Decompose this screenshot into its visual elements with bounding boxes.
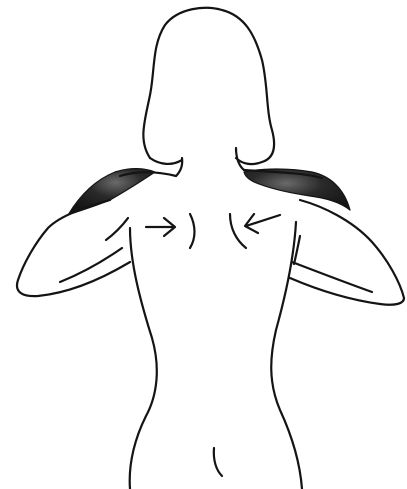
right-arm-fold	[292, 262, 372, 292]
left-scapula	[190, 214, 195, 248]
torso-right	[271, 222, 302, 489]
lower-back-cleft	[214, 448, 222, 476]
right-arm-upper	[290, 200, 404, 305]
right-shoulder-highlight	[244, 169, 350, 210]
hair-left-edge	[150, 158, 182, 164]
torso-left	[130, 228, 157, 489]
left-arm-upper	[17, 200, 130, 296]
left-arrow	[146, 218, 175, 236]
hair-outline	[143, 8, 274, 162]
right-arrow	[245, 214, 280, 233]
right-scapula	[230, 214, 246, 248]
left-elbow-crease	[106, 218, 128, 240]
left-arm-fold	[60, 248, 122, 282]
neck-right	[236, 148, 244, 170]
left-shoulder-highlight	[68, 169, 155, 215]
